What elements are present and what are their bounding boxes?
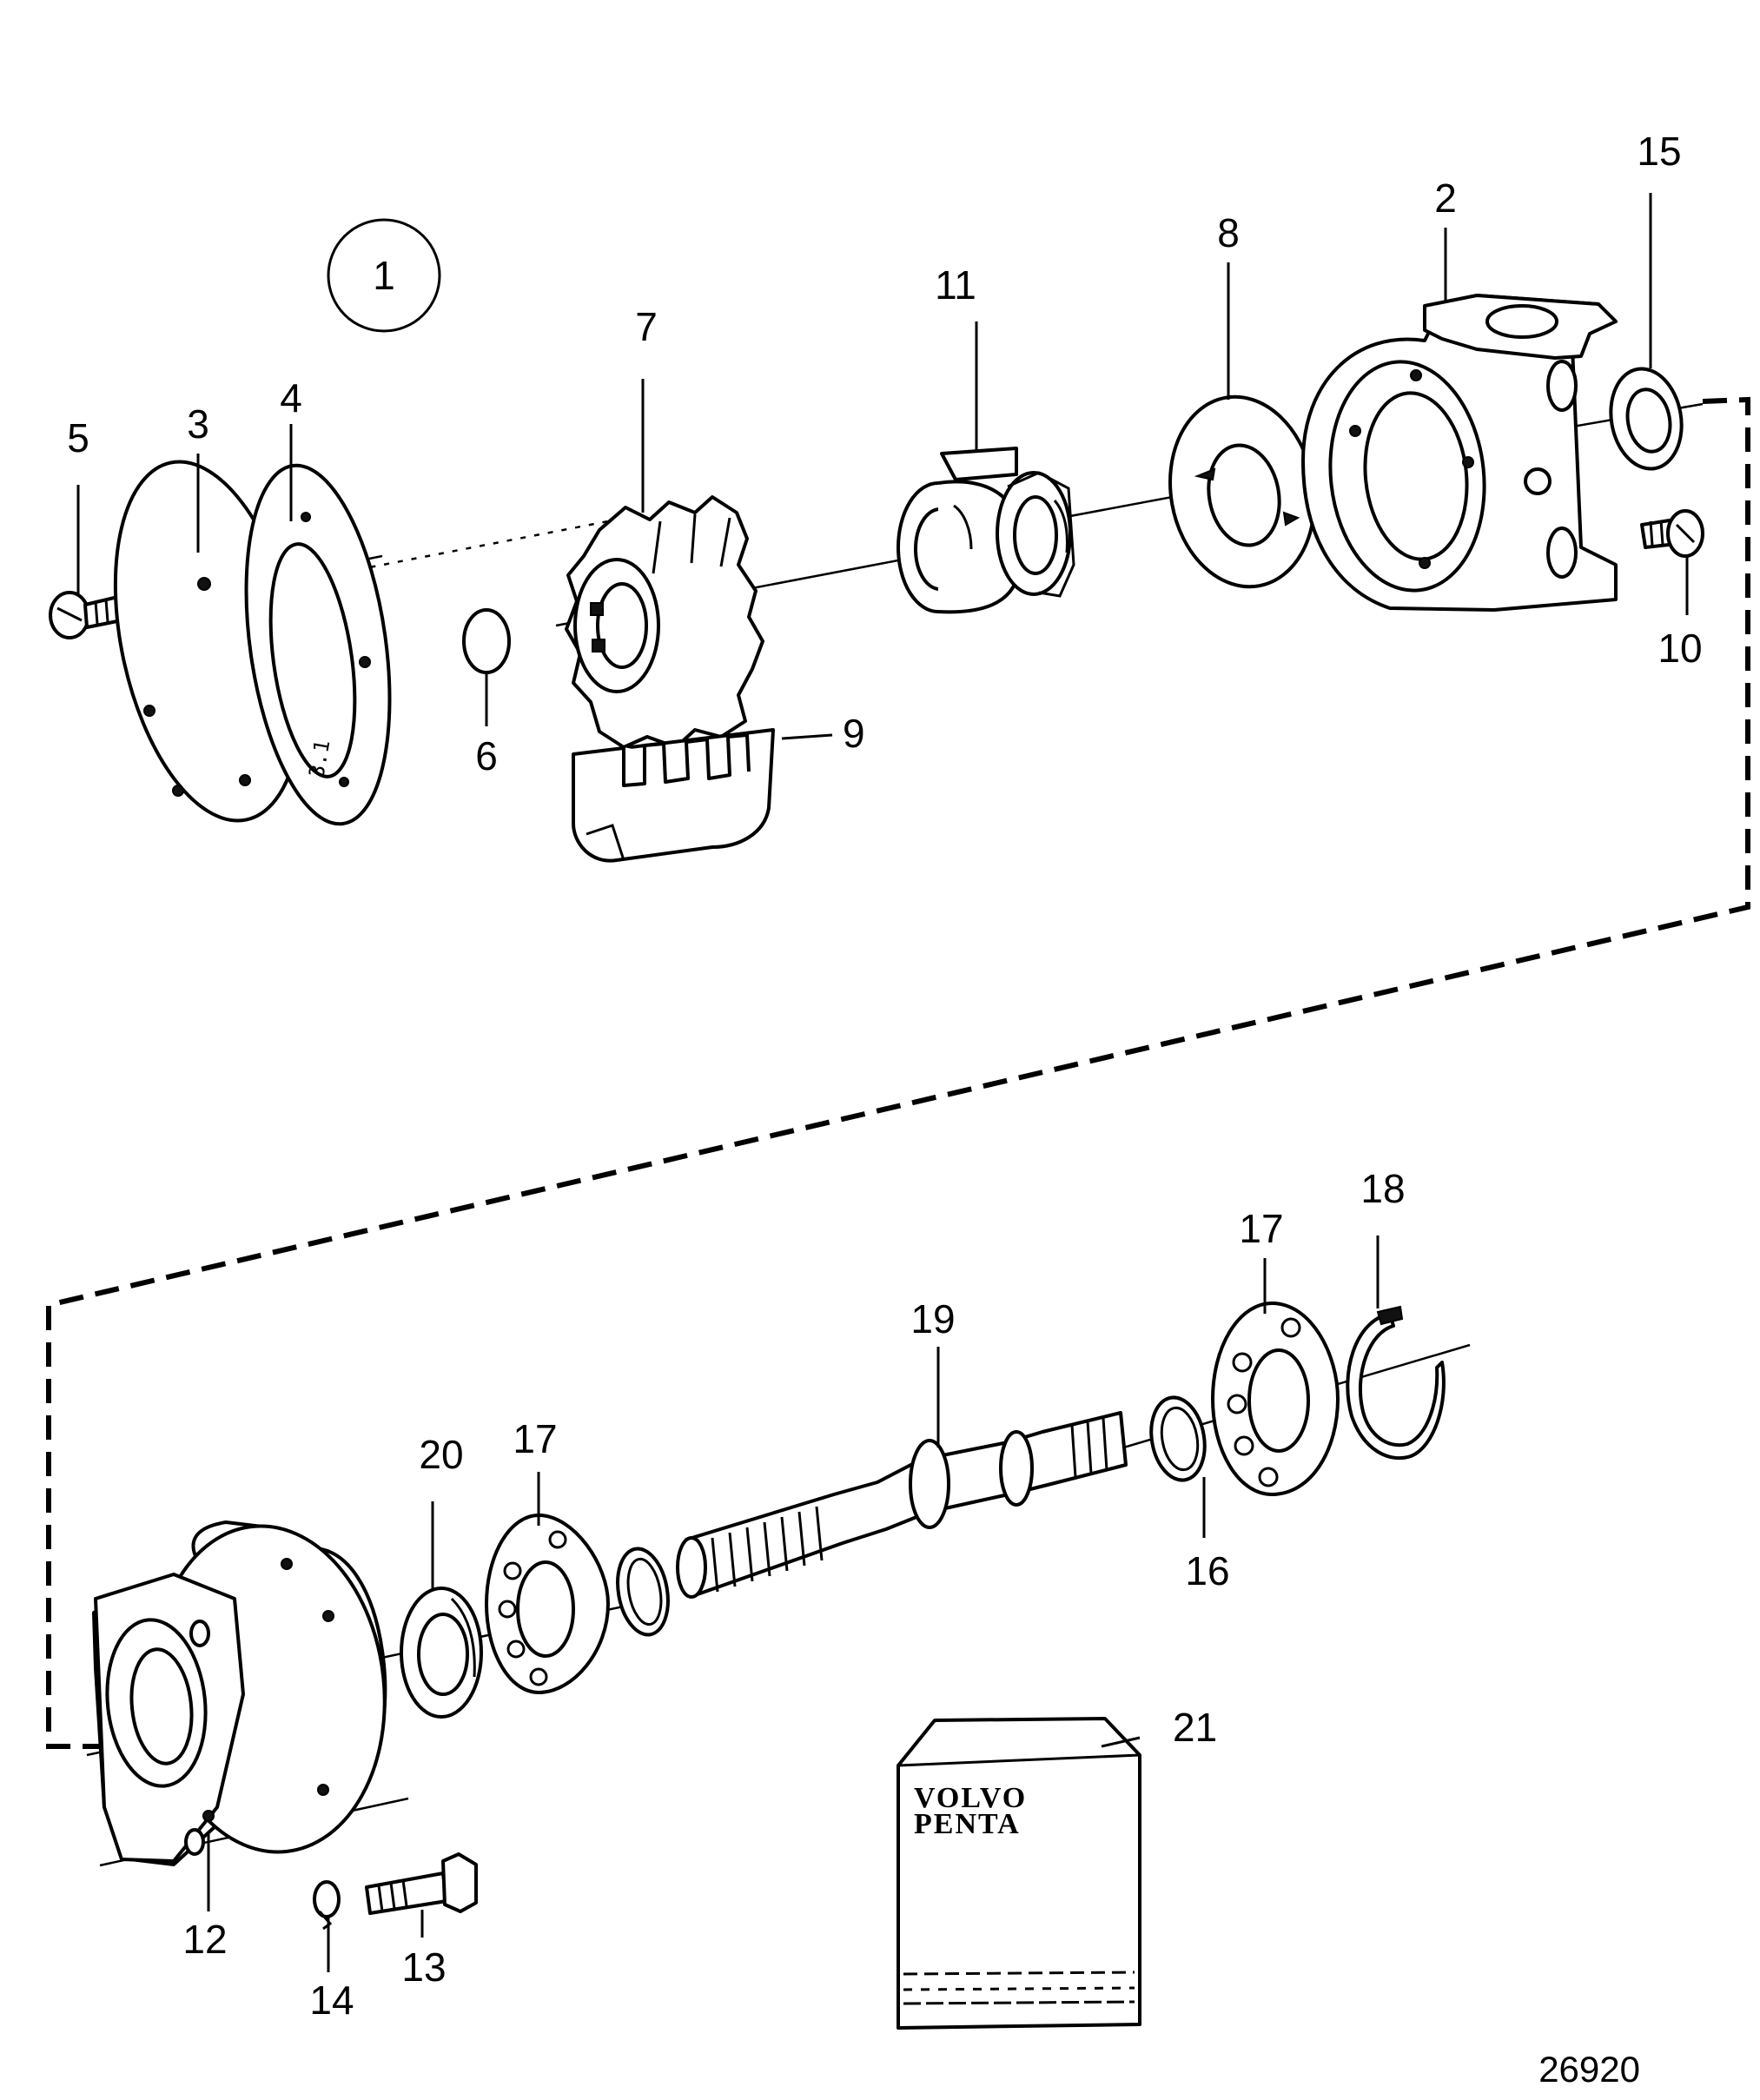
callout-11: 11: [935, 262, 976, 308]
washer-part-15: [1609, 367, 1684, 471]
callout-13: 13: [401, 1944, 446, 1990]
callout-3: 3: [187, 401, 209, 447]
lock-washer-part-14: [313, 1880, 341, 1931]
callout-8: 8: [1217, 210, 1240, 255]
seal-ring-part-20: [400, 1587, 483, 1719]
small-seal-part-6: [462, 608, 511, 674]
callout-5: 5: [67, 415, 89, 460]
retaining-ring-left: [616, 1547, 670, 1637]
callout-21: 21: [1173, 1705, 1217, 1750]
cam-plate-part-9: [572, 728, 775, 863]
group-number-badge: 1: [327, 218, 441, 333]
wear-plate-part-8: [1168, 394, 1316, 589]
callout-labels: 2 3 4 5 6 7 8 9 10 11 12 13 14 15 16 17 …: [67, 129, 1702, 2023]
callout-9: 9: [843, 711, 865, 756]
bolt-part-13: [365, 1852, 478, 1915]
continuation-dashed-line: [46, 396, 1750, 1749]
callout-7: 7: [635, 304, 658, 349]
shaft-part-19: [676, 1411, 1128, 1599]
callout-12: 12: [182, 1917, 227, 1962]
callout-6: 6: [475, 733, 498, 778]
callout-2: 2: [1434, 176, 1457, 221]
callout-18: 18: [1360, 1166, 1405, 1211]
plug-screw-part-10: [1640, 509, 1704, 558]
package-brand-line1: VOLVO: [914, 1782, 1027, 1814]
callout-14: 14: [309, 1977, 354, 2023]
bearing-housing-part-12: [92, 1520, 387, 1866]
callout-15: 15: [1637, 129, 1681, 174]
pump-housing-part-2: [1301, 294, 1618, 612]
ball-bearing-part-17-right: [1211, 1302, 1340, 1496]
callout-17-right: 17: [1239, 1206, 1283, 1251]
gasket-part-4: 3.1: [244, 463, 392, 826]
snap-ring-part-16: [1149, 1395, 1207, 1482]
circlip-part-18: [1346, 1305, 1446, 1461]
callout-17-left: 17: [513, 1416, 557, 1461]
callout-19: 19: [910, 1296, 955, 1341]
callout-4: 4: [280, 375, 302, 421]
seal-part-11: [897, 447, 1075, 614]
kit-package-part-21: VOLVO PENTA: [897, 1717, 1141, 2030]
ball-bearing-part-17-left: [485, 1514, 610, 1694]
callout-20: 20: [419, 1432, 463, 1477]
impeller-part-7: [565, 495, 764, 749]
group-number-label: 1: [373, 253, 395, 298]
package-brand-line2: PENTA: [914, 1808, 1021, 1840]
callout-10: 10: [1657, 626, 1702, 671]
leader-lines: [76, 193, 1689, 1972]
figure-reference-number: 26920: [1538, 2049, 1640, 2090]
callout-16: 16: [1185, 1548, 1229, 1593]
